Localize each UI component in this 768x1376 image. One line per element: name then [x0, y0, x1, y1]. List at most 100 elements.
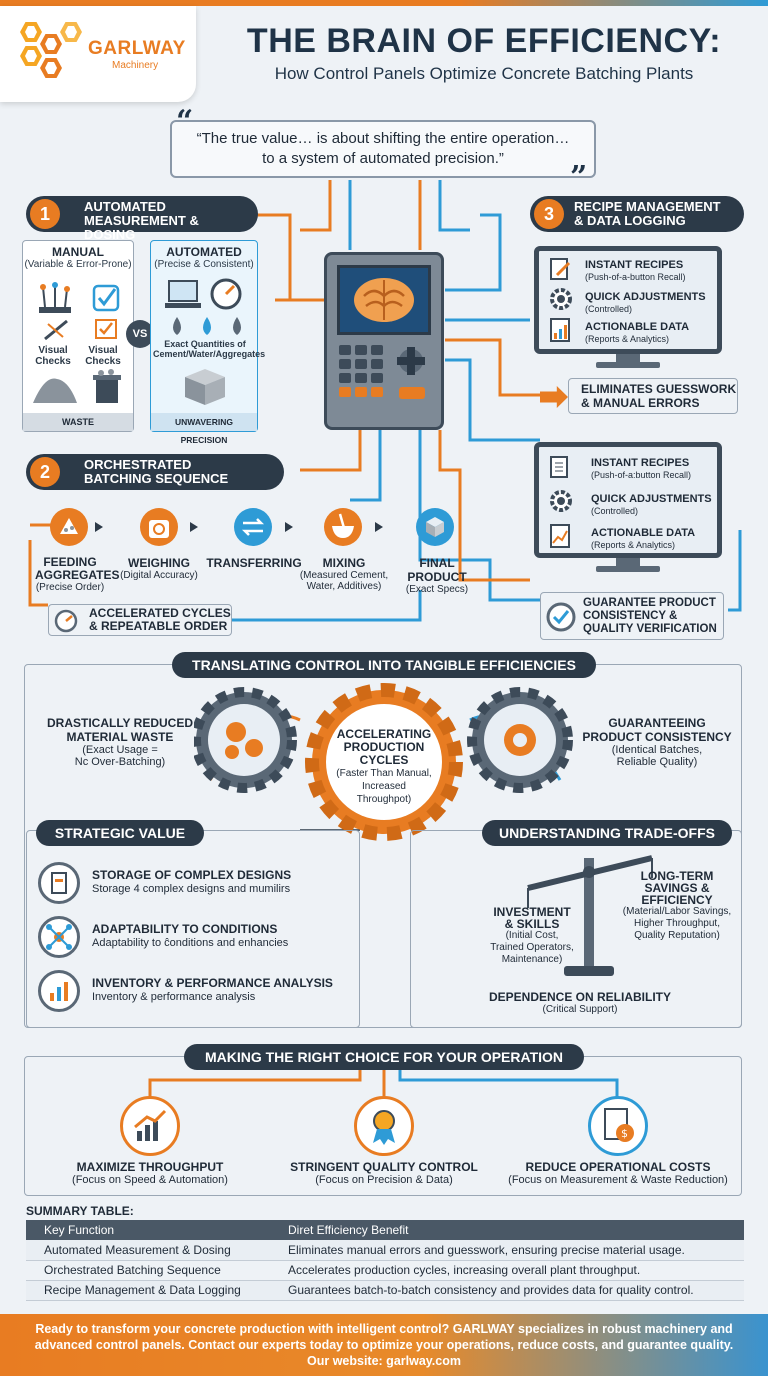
- measuring-tool-icon: [44, 319, 68, 341]
- section-3-header: 3 RECIPE MANAGEMENT & DATA LOGGING: [530, 196, 744, 232]
- arrow-right-icon: [285, 522, 293, 532]
- tradeoff-sub: Higher Throughput,: [634, 918, 720, 929]
- throughput-chart-icon: [120, 1096, 180, 1156]
- recipe-monitor-2: INSTANT RECIPES (Push-of-a:button Recall…: [534, 442, 722, 558]
- tradeoff-title: SAVINGS &: [644, 881, 710, 895]
- choice-item: MAXIMIZE THROUGHPUT (Focus on Speed & Au…: [40, 1160, 260, 1186]
- manual-footer: WASTE: [23, 413, 133, 431]
- summary-table: Key Function Diret Efficiency Benefit Au…: [26, 1220, 744, 1301]
- manual-levers-icon: [39, 282, 71, 313]
- table-cell: Guarantees batch-to-batch consistency an…: [270, 1280, 744, 1301]
- automated-sub: (Precise & Consistent): [154, 259, 254, 270]
- recipe-title: ACTIONABLE DATA: [591, 527, 696, 539]
- logo-hex-icon: [20, 46, 42, 66]
- callout-line: & REPEATABLE ORDER: [89, 619, 228, 633]
- efficiency-title: GUARANTEEING: [608, 716, 706, 730]
- section-1-number: 1: [30, 199, 60, 229]
- tradeoff-title: & SKILLS: [504, 917, 560, 931]
- long-term-savings-text: LONG-TERM SAVINGS & EFFICIENCY (Material…: [616, 870, 738, 942]
- exact-quantities-label: Exact Quantities of Cement/Water/Aggrega…: [153, 339, 266, 359]
- step-title: TRANSFERRING: [206, 556, 302, 570]
- step-label: WEIGHING (Digital Accuracy): [112, 556, 206, 581]
- step-label: FINAL PRODUCT (Exact Specs): [390, 556, 484, 595]
- recipe-title: QUICK ADJUSTMENTS: [591, 493, 712, 505]
- section-1-title: AUTOMATED: [84, 199, 166, 214]
- accelerated-cycles-callout: ACCELERATED CYCLES & REPEATABLE ORDER: [48, 604, 232, 636]
- tradeoff-sub: (Material/Labor Savings,: [622, 906, 732, 917]
- table-header: Key Function: [26, 1220, 270, 1240]
- logo-hex-icon: [20, 22, 42, 42]
- tradeoff-sub: Trained Operators,: [490, 942, 574, 953]
- logo-hex-icon: [40, 34, 62, 54]
- tradeoff-sub: Quality Reputation): [634, 930, 720, 941]
- efficiency-title: ACCELERATING: [336, 727, 432, 741]
- close-quote-icon: ”: [570, 160, 588, 195]
- manual-sub: (Variable & Error-Prone): [24, 259, 132, 270]
- manual-panel: MANUAL (Variable & Error-Prone) Visual C…: [22, 240, 134, 432]
- choice-sub: (Focus on Precision & Data): [315, 1174, 453, 1186]
- tradeoff-sub: Maintenance): [501, 954, 563, 965]
- trash-bin-icon: [93, 369, 121, 403]
- product-consistency-text: GUARANTEEING PRODUCT CONSISTENCY (Identi…: [574, 716, 740, 768]
- strategic-heading: STRATEGIC VALUE: [36, 820, 204, 846]
- callout-line: CONSISTENCY &: [583, 610, 678, 622]
- scale-icon: [140, 508, 178, 546]
- svg-text:$: $: [621, 1127, 628, 1140]
- manual-title: MANUAL: [52, 245, 104, 259]
- brand-name: GARLWAY: [88, 38, 186, 59]
- choice-item: REDUCE OPERATIONAL COSTS (Focus on Measu…: [496, 1160, 740, 1186]
- table-header: Diret Efficiency Benefit: [270, 1220, 744, 1240]
- table-cell: Orchestrated Batching Sequence: [26, 1260, 270, 1281]
- recipe-sub: (Controlled): [585, 304, 633, 314]
- gear-icon: [550, 490, 572, 512]
- choice-sub: (Focus on Speed & Automation): [72, 1174, 228, 1186]
- quote-line: to a system of automated precision.”: [262, 150, 504, 167]
- control-panel-device: [324, 252, 444, 430]
- checkmark-icon: [92, 284, 120, 312]
- footer-website-link[interactable]: Our website: garlway.com: [307, 1354, 461, 1368]
- accelerating-cycles-text: ACCELERATING PRODUCTION CYCLES (Faster T…: [334, 728, 434, 806]
- arrow-right-icon: [190, 522, 198, 532]
- page-title: THE BRAIN OF EFFICIENCY:: [246, 22, 722, 60]
- concrete-cube-icon: [185, 369, 225, 405]
- footer-line: Ready to transform your concrete product…: [35, 1322, 733, 1336]
- logo-hex-icon: [60, 22, 82, 42]
- visual-check-label: Visual Checks: [85, 345, 121, 367]
- strategic-sub: Adaptability to ĉonditions and enhancies: [92, 937, 289, 949]
- efficiency-title: PRODUCT CONSISTENCY: [582, 730, 732, 744]
- efficiency-title: CYCLES: [359, 753, 409, 767]
- brand-logo[interactable]: [0, 6, 196, 102]
- section-2-title: ORCHESTRATED: [84, 457, 192, 472]
- summary-label: SUMMARY TABLE:: [26, 1204, 134, 1218]
- laptop-icon: [165, 280, 201, 308]
- check-circle-icon: [546, 602, 576, 632]
- footer-banner: Ready to transform your concrete product…: [0, 1314, 768, 1376]
- section-1-title: MEASUREMENT & DOSING: [84, 213, 199, 242]
- vs-badge: VS: [126, 320, 154, 348]
- recipe-title: INSTANT RECIPES: [591, 457, 690, 469]
- gears-graphic: [194, 683, 573, 841]
- automated-panel: AUTOMATED (Precise & Consistent) Exact Q…: [150, 240, 266, 445]
- recipe-title: QUICK ADJUSTMENTS: [585, 291, 706, 303]
- section-2-title: BATCHING SEQUENCE: [84, 471, 229, 486]
- choice-title: REDUCE OPERATIONAL COSTS: [525, 1160, 711, 1174]
- choice-title: STRINGENT QUALITY CONTROL: [290, 1160, 478, 1174]
- step-title: FEEDING AGGREGATES: [35, 555, 120, 582]
- callout-line: QUALITY VERIFICATION: [583, 623, 717, 635]
- logo-hex-icon: [40, 58, 62, 78]
- callout-line: ELIMINATES GUESSWORK: [581, 382, 737, 396]
- footer-line: advanced control panels. Contact our exp…: [34, 1338, 734, 1352]
- table-cell: Recipe Management & Data Logging: [26, 1280, 270, 1301]
- strategic-title: ADAPTABILITY TO CONDITIONS: [92, 922, 278, 936]
- arrow-right-icon: [375, 522, 383, 532]
- keypad[interactable]: [339, 345, 431, 420]
- quote-box: “The true value… is about shifting the e…: [170, 120, 596, 178]
- table-cell: Accelerates production cycles, increasin…: [270, 1260, 744, 1281]
- tradeoff-title: DEPENDENCE ON RELIABILITY: [488, 990, 671, 1004]
- mixing-bowl-icon: [324, 508, 362, 546]
- step-label: TRANSFERRING: [206, 556, 302, 570]
- step-sub: (Measured Cement, Water, Additives): [299, 570, 389, 592]
- step-sub: (Exact Specs): [405, 584, 469, 595]
- efficiency-title: MATERIAL WASTE: [66, 730, 174, 744]
